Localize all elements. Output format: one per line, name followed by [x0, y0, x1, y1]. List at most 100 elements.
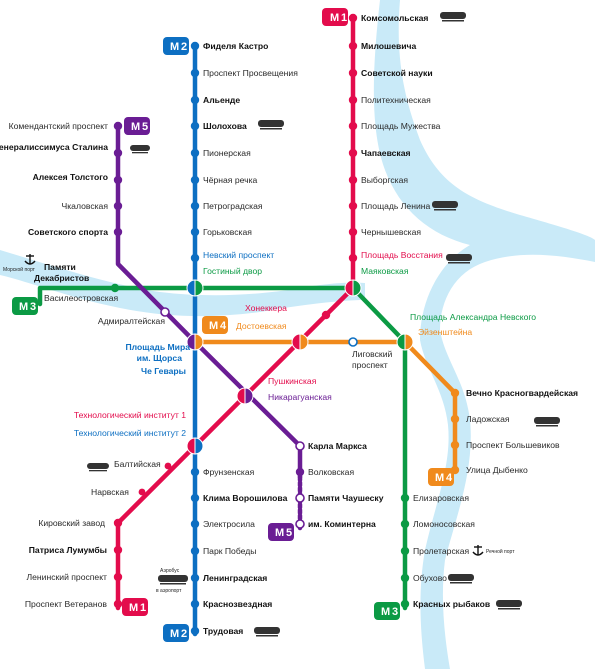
train-icon — [130, 145, 150, 154]
svg-text:Выборгская: Выборгская — [361, 175, 408, 185]
svg-text:Проспект Ветеранов: Проспект Ветеранов — [25, 599, 108, 609]
svg-text:Ломоносовская: Ломоносовская — [413, 519, 475, 529]
svg-text:Ладожская: Ладожская — [466, 414, 510, 424]
svg-text:Лиговский: Лиговский — [352, 349, 392, 359]
svg-text:Парк Победы: Парк Победы — [203, 546, 256, 556]
svg-text:Петроградская: Петроградская — [203, 201, 263, 211]
anchor-icon — [24, 254, 36, 265]
svg-text:Комендантский проспект: Комендантский проспект — [9, 121, 108, 131]
svg-text:Краснозвездная: Краснозвездная — [203, 599, 272, 609]
svg-text:M: M — [19, 301, 28, 313]
svg-text:3: 3 — [392, 606, 398, 618]
interchange-sennaya — [186, 333, 204, 351]
svg-text:Пионерская: Пионерская — [203, 148, 251, 158]
svg-text:1: 1 — [140, 602, 146, 614]
svg-text:Площадь Мира: Площадь Мира — [125, 342, 190, 352]
svg-text:4: 4 — [220, 320, 227, 332]
svg-text:Комсомольская: Комсомольская — [361, 13, 428, 23]
train-icon — [432, 201, 458, 211]
svg-text:Елизаровская: Елизаровская — [413, 493, 469, 503]
svg-text:Речной порт: Речной порт — [486, 548, 515, 555]
train-icon — [158, 575, 188, 585]
svg-text:Трудовая: Трудовая — [203, 626, 243, 636]
svg-text:3: 3 — [30, 301, 36, 313]
svg-text:Балтийская: Балтийская — [114, 459, 161, 469]
svg-text:1: 1 — [341, 12, 347, 24]
svg-text:Генералиссимуса Сталина: Генералиссимуса Сталина — [0, 142, 108, 152]
svg-text:Шолохова: Шолохова — [203, 121, 247, 131]
svg-text:Площадь Александра Невского: Площадь Александра Невского — [410, 312, 536, 322]
svg-text:5: 5 — [142, 121, 148, 133]
svg-text:M: M — [131, 121, 140, 133]
interchange-tekhnolog — [186, 437, 204, 455]
svg-text:Адмиралтейская: Адмиралтейская — [98, 316, 165, 326]
svg-text:Обухово: Обухово — [413, 573, 447, 583]
svg-text:Пролетарская: Пролетарская — [413, 546, 469, 556]
train-icon — [534, 417, 560, 427]
svg-text:Технологический институт 2: Технологический институт 2 — [74, 428, 186, 438]
svg-text:M: M — [170, 628, 179, 640]
svg-text:Проспект Просвещения: Проспект Просвещения — [203, 68, 298, 78]
svg-text:Советской науки: Советской науки — [361, 68, 433, 78]
svg-text:Пушкинская: Пушкинская — [268, 376, 317, 386]
svg-text:проспект: проспект — [352, 360, 388, 370]
svg-text:в аэропорт: в аэропорт — [156, 588, 182, 594]
interchange-alnev — [396, 333, 414, 351]
svg-text:Электросила: Электросила — [203, 519, 255, 529]
svg-text:4: 4 — [446, 472, 453, 484]
train-icon — [496, 600, 522, 610]
interchange-mayakovskaya — [344, 279, 362, 297]
svg-text:Чкаловская: Чкаловская — [62, 201, 109, 211]
svg-text:Хонеккера: Хонеккера — [245, 303, 287, 313]
station-labels: Комсомольская Милошевича Советской науки… — [0, 13, 578, 636]
train-icon — [446, 254, 472, 264]
svg-text:Площадь Восстания: Площадь Восстания — [361, 250, 443, 260]
svg-text:Клима Ворошилова: Клима Ворошилова — [203, 493, 288, 503]
svg-text:Площадь Ленина: Площадь Ленина — [361, 201, 431, 211]
svg-text:Чапаевская: Чапаевская — [361, 148, 411, 158]
train-icon — [254, 627, 280, 637]
svg-text:Милошевича: Милошевича — [361, 41, 417, 51]
svg-text:M: M — [129, 602, 138, 614]
svg-text:M: M — [435, 472, 444, 484]
train-icon — [448, 574, 474, 584]
svg-text:2: 2 — [181, 628, 187, 640]
train-icon — [258, 120, 284, 130]
svg-text:Проспект Большевиков: Проспект Большевиков — [466, 440, 560, 450]
svg-text:Никарагуанская: Никарагуанская — [268, 392, 332, 402]
svg-text:Памяти: Памяти — [44, 262, 76, 272]
svg-text:Ленинградская: Ленинградская — [203, 573, 267, 583]
svg-text:Алексея Толстого: Алексея Толстого — [33, 172, 108, 182]
svg-text:Горьковская: Горьковская — [203, 227, 252, 237]
svg-text:Чернышевская: Чернышевская — [361, 227, 421, 237]
svg-text:M: M — [275, 527, 284, 539]
svg-text:Василеостровская: Василеостровская — [44, 293, 118, 303]
train-icons — [87, 12, 560, 637]
svg-text:Патриса Лумумбы: Патриса Лумумбы — [29, 545, 107, 555]
svg-text:Технологический институт 1: Технологический институт 1 — [74, 410, 186, 420]
svg-text:M: M — [330, 12, 339, 24]
svg-text:Волковская: Волковская — [308, 467, 354, 477]
interchange-gostiny — [186, 279, 204, 297]
svg-text:Маяковская: Маяковская — [361, 266, 409, 276]
svg-text:Улица Дыбенко: Улица Дыбенко — [466, 465, 528, 475]
svg-text:Чёрная речка: Чёрная речка — [203, 175, 258, 185]
svg-text:Декабристов: Декабристов — [34, 273, 89, 283]
svg-text:Эйзенштейна: Эйзенштейна — [418, 327, 472, 337]
interchange-dostoevskaya — [291, 333, 309, 351]
svg-text:Фиделя Кастро: Фиделя Кастро — [203, 41, 268, 51]
svg-text:Карла Маркса: Карла Маркса — [308, 441, 367, 451]
svg-text:Фрунзенская: Фрунзенская — [203, 467, 255, 477]
svg-text:Памяти Чаушеску: Памяти Чаушеску — [308, 493, 384, 503]
svg-text:5: 5 — [286, 527, 292, 539]
